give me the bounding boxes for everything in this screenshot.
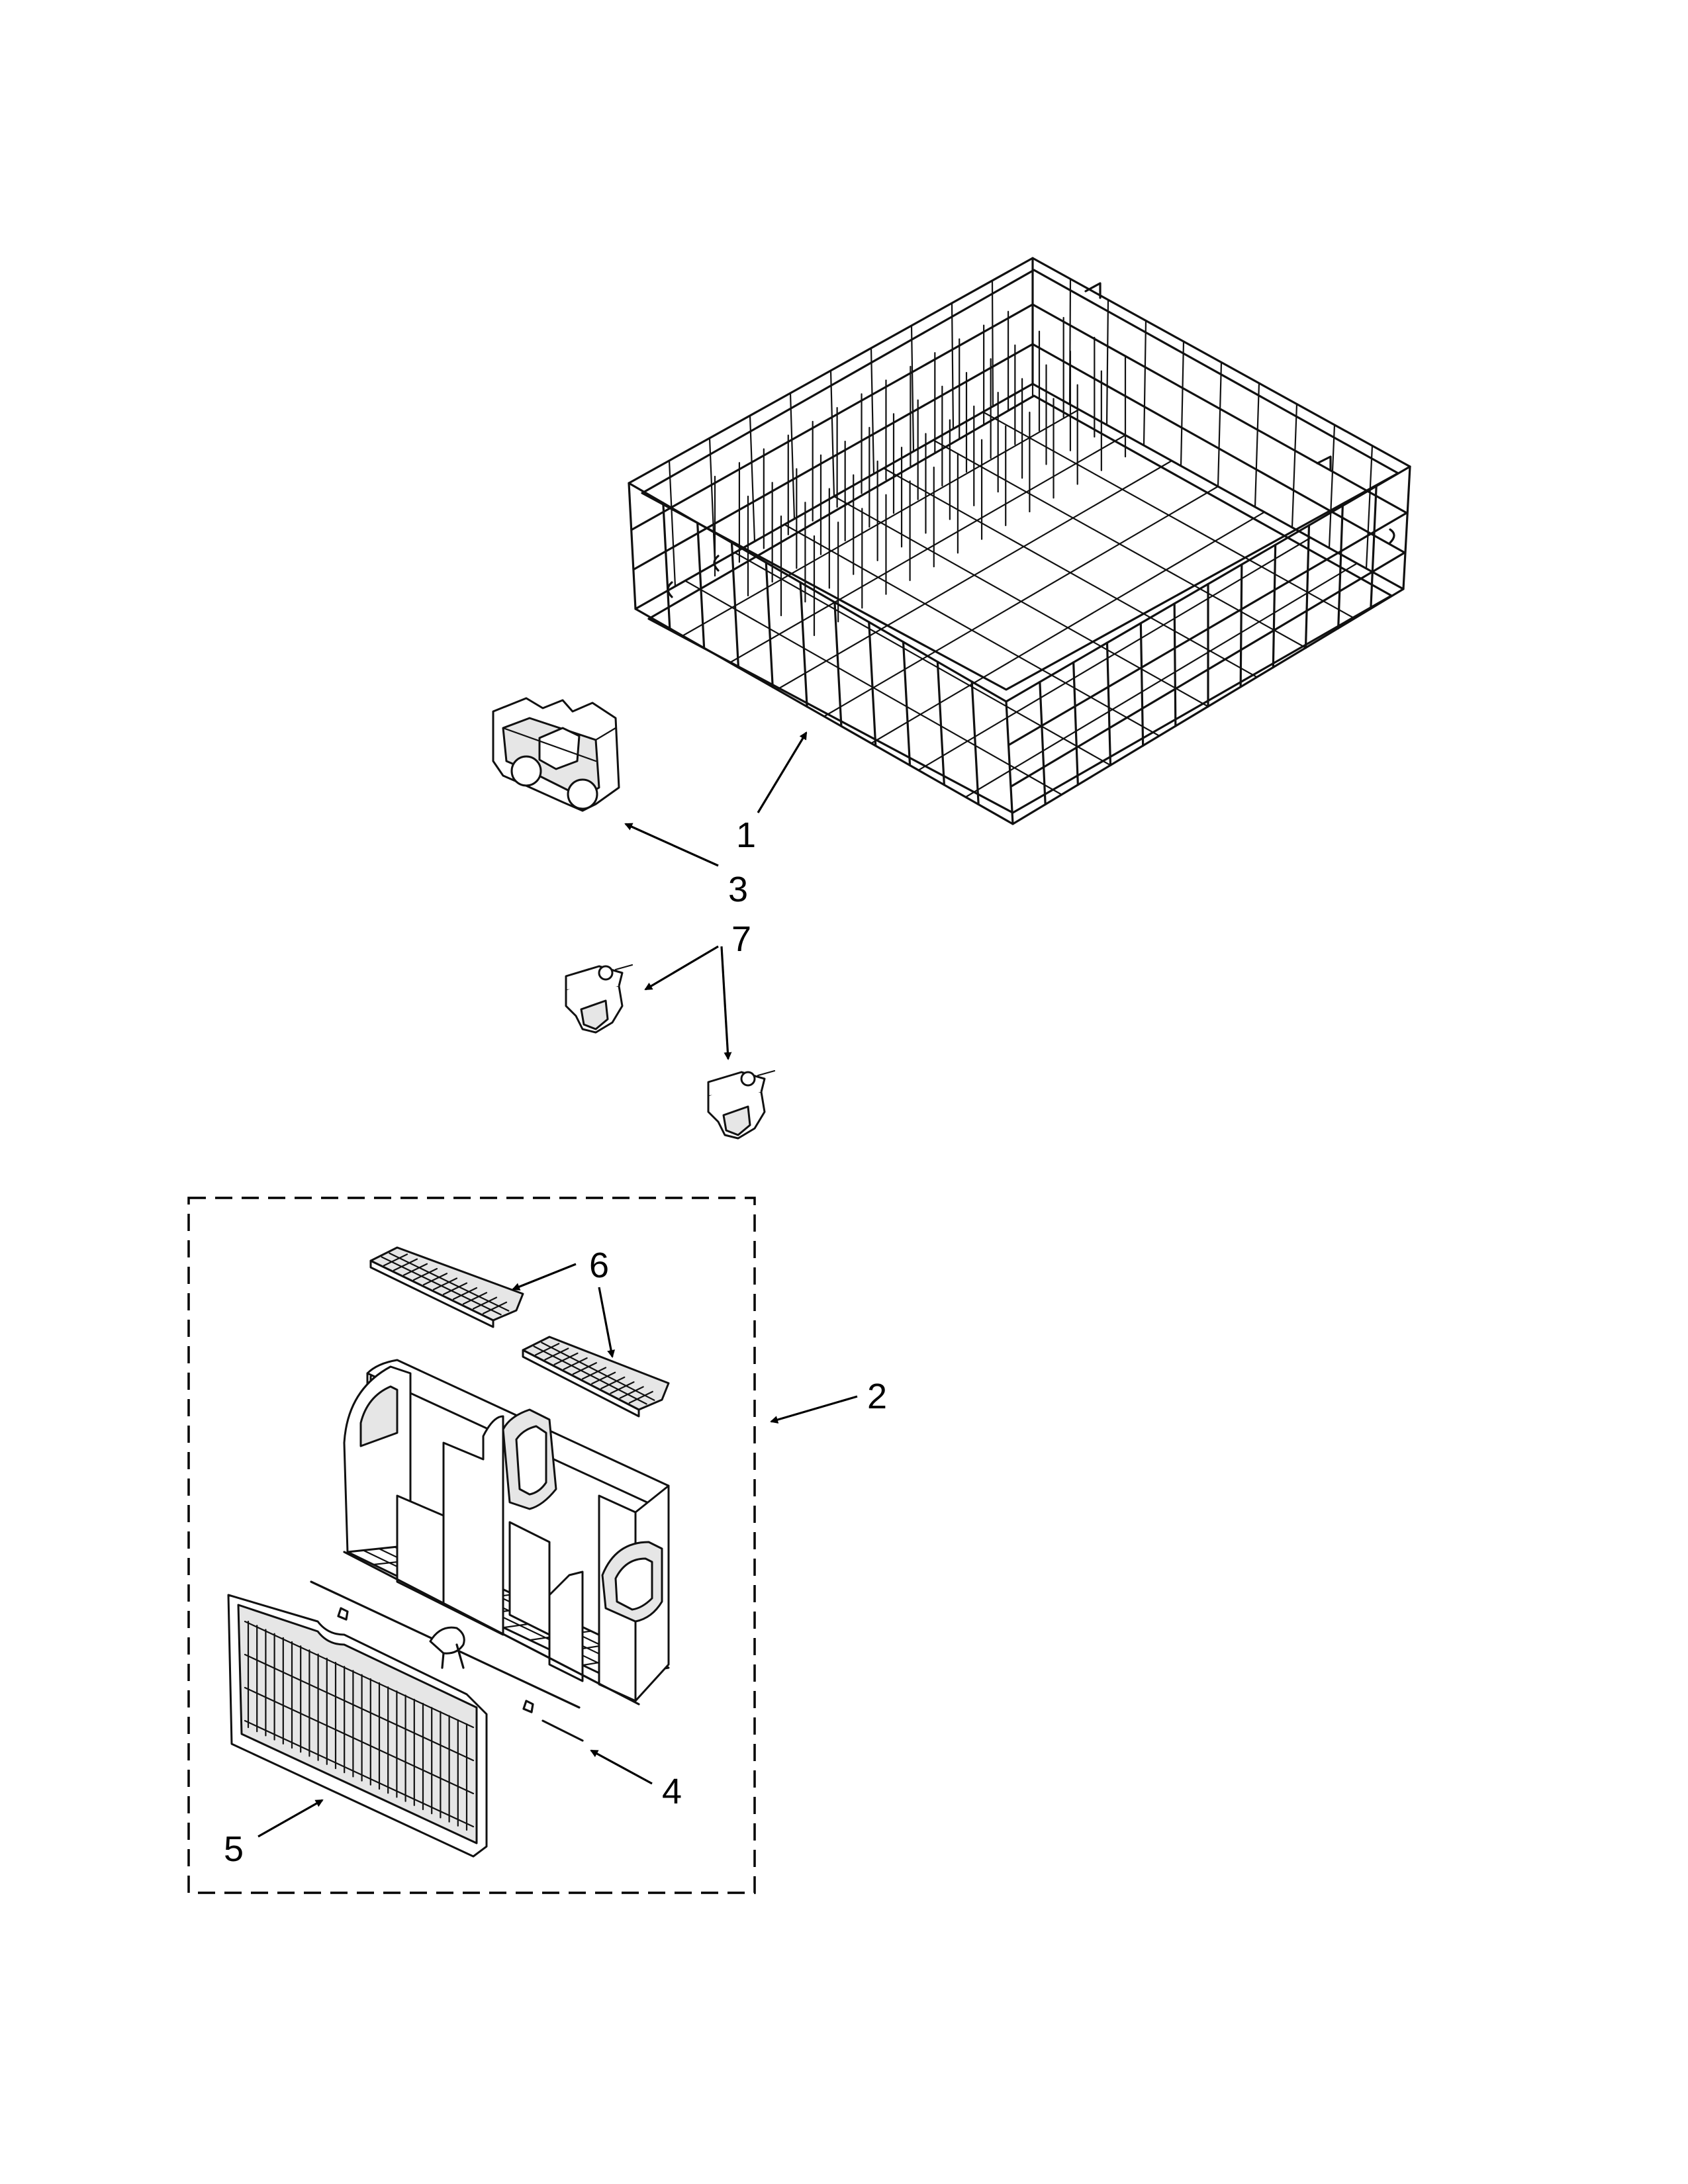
kit-boundary [187,1197,756,1894]
basket-hanger-part-4 [310,1580,584,1742]
dishrack-part-1 [628,257,1411,825]
clip-part-7-lower [707,1069,776,1140]
basket-cover-part-6-left [369,1246,524,1328]
silverware-basket [343,1359,670,1706]
basket-cover-part-6-right [522,1336,670,1418]
callout-5: 5 [224,1829,244,1869]
callout-2: 2 [867,1377,887,1416]
callout-3: 3 [728,870,748,909]
callout-6: 6 [589,1246,609,1285]
callout-7: 7 [731,919,751,959]
callout-4: 4 [662,1772,682,1811]
roller-clip-part-3 [492,697,620,812]
leader-lines [258,731,858,1838]
basket-lid-part-5 [227,1594,488,1858]
clip-part-7-upper [565,964,633,1034]
callout-1: 1 [736,815,756,855]
